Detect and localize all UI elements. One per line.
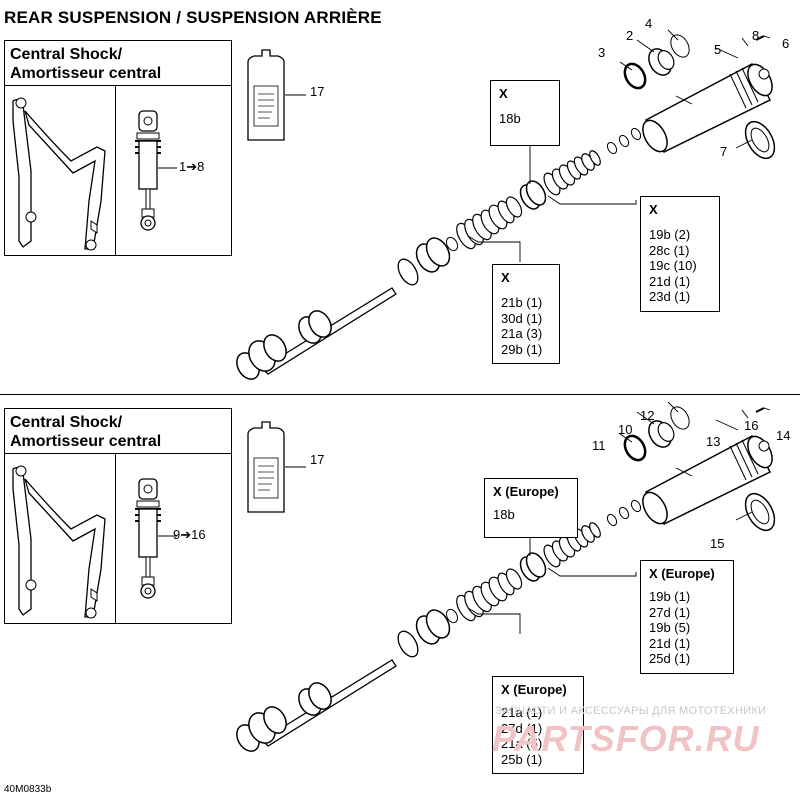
callout-10: 10 <box>618 422 633 437</box>
callout-17-bottom: 17 <box>310 452 325 467</box>
inset-bottom: Central Shock/ Amortisseur central 9➔16 <box>4 408 232 624</box>
inset-top: Central Shock/ Amortisseur central 1➔8 <box>4 40 232 256</box>
inset-ref-top: 1➔8 <box>179 159 205 174</box>
drawing-code: 40M0833b <box>4 784 52 795</box>
ref-box-bottom-a: X (Europe) 18b <box>484 478 578 538</box>
ref-box-bottom-c: X (Europe) 21a (1) 27d (1) 21a (5) 25b (… <box>492 676 584 774</box>
page-title: REAR SUSPENSION / SUSPENSION ARRIÈRE <box>4 8 382 27</box>
callout-6: 6 <box>782 36 790 51</box>
callout-3: 3 <box>598 45 606 60</box>
callout-12: 12 <box>640 408 655 423</box>
section-divider <box>0 394 800 395</box>
watermark-text: ЗАПЧАСТИ И АКСЕССУАРЫ ДЛЯ МОТОТЕХНИКИ <box>495 705 767 717</box>
callout-5: 5 <box>714 42 722 57</box>
ref-box-top-b: X 19b (2) 28c (1) 19c (10) 21d (1) 23d (… <box>640 196 720 312</box>
ref-box-top-a: X 18b <box>490 80 560 146</box>
callout-17-top: 17 <box>310 84 325 99</box>
callout-15: 15 <box>710 536 725 551</box>
ref-box-bottom-b: X (Europe) 19b (1) 27d (1) 19b (5) 21d (… <box>640 560 734 674</box>
callout-4: 4 <box>645 16 653 31</box>
inset-drawing-top <box>12 97 178 251</box>
inset-title-top: Central Shock/ Amortisseur central <box>10 46 162 82</box>
ref-box-top-c: X 21b (1) 30d (1) 21a (3) 29b (1) <box>492 264 560 364</box>
callout-14: 14 <box>776 428 791 443</box>
inset-ref-bottom: 9➔16 <box>173 527 206 542</box>
watermark-logo: PARTSFOR.RU <box>492 718 760 759</box>
callout-2: 2 <box>626 28 634 43</box>
callout-7: 7 <box>720 144 728 159</box>
callout-16: 16 <box>744 418 759 433</box>
callout-13: 13 <box>706 434 721 449</box>
inset-drawing-bottom <box>12 465 178 619</box>
callout-11: 11 <box>592 438 606 453</box>
oil-bottle-top <box>247 49 307 141</box>
inset-title-bottom: Central Shock/ Amortisseur central <box>10 414 162 450</box>
oil-bottle-bottom <box>247 421 307 513</box>
callout-8: 8 <box>752 28 760 43</box>
